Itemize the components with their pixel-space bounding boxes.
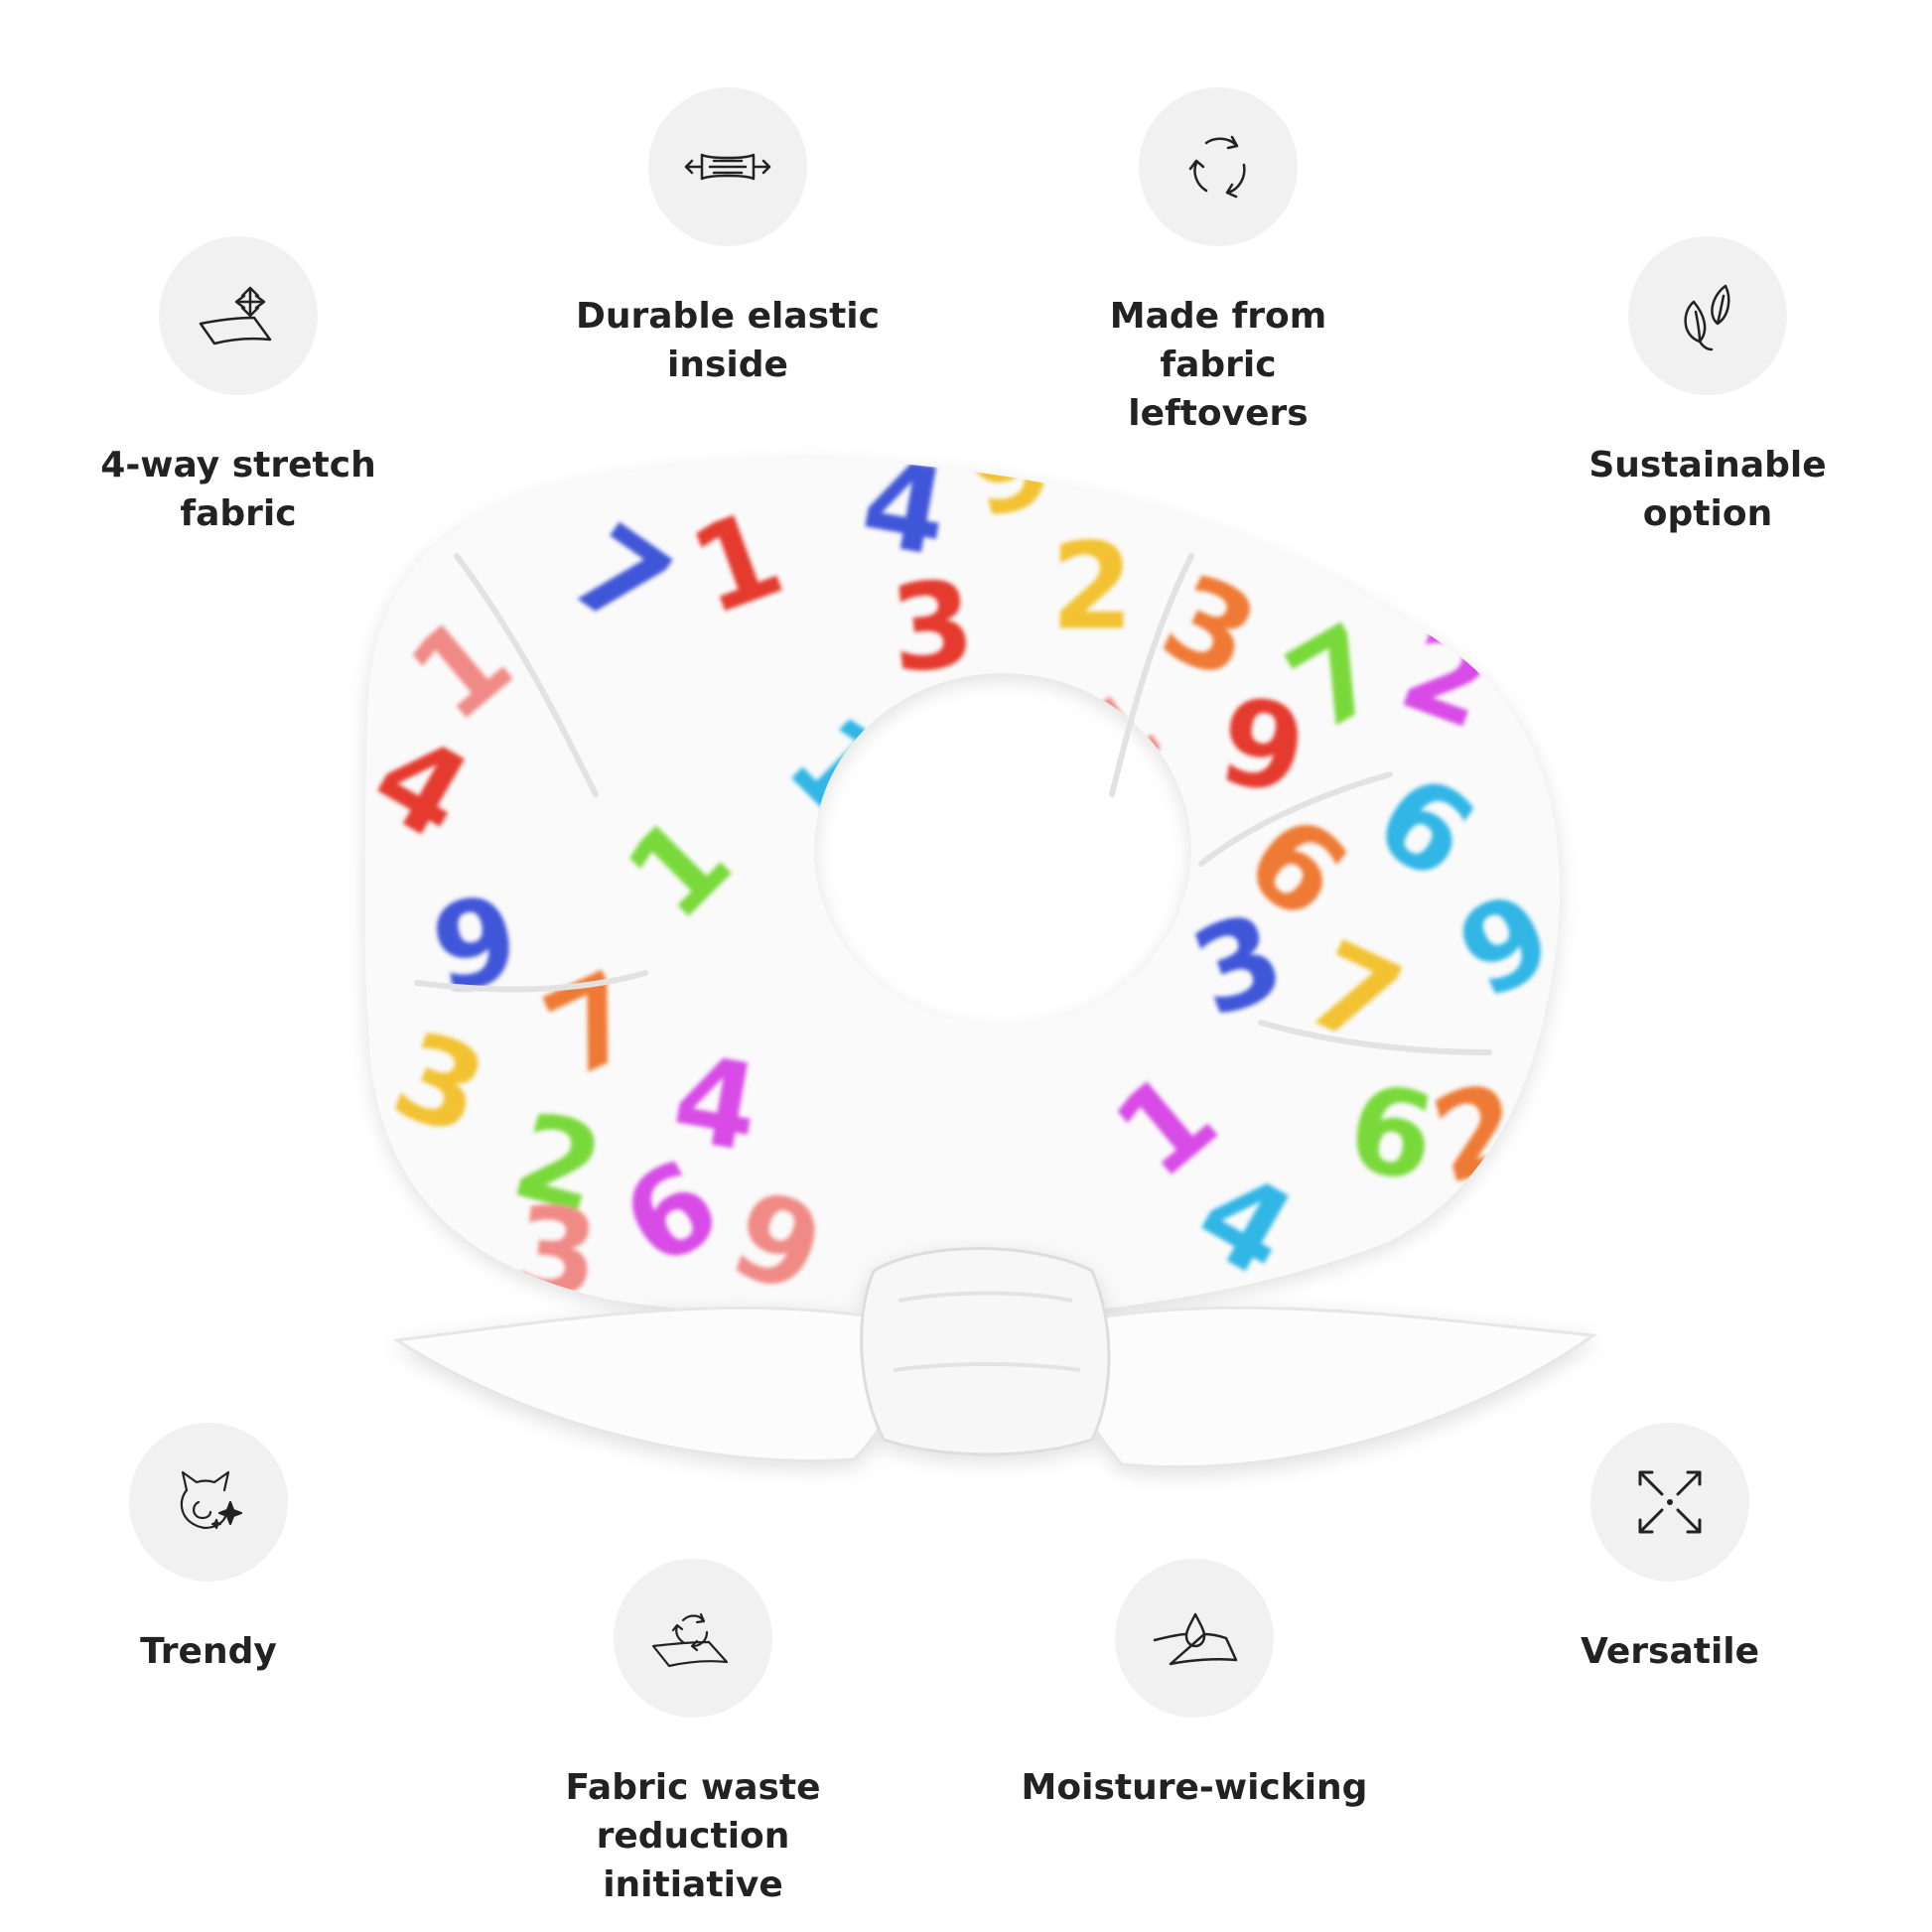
feature-elastic: Durable elastic inside <box>559 87 897 389</box>
feature-label: Trendy <box>140 1631 277 1672</box>
bow <box>392 1247 1598 1469</box>
fabric-recycle-icon <box>651 1612 729 1668</box>
feature-label: 4-way stretch fabric <box>100 445 376 534</box>
elastic-icon <box>684 153 771 181</box>
water-drop-icon <box>1153 1612 1238 1666</box>
icon-badge <box>129 1423 288 1582</box>
feature-label: Fabric waste reduction initiative <box>565 1767 821 1905</box>
icon-badge <box>614 1559 772 1718</box>
recycle-icon <box>1188 135 1246 199</box>
feature-label: Sustainable option <box>1588 445 1827 534</box>
feature-trendy: Trendy <box>60 1423 357 1676</box>
fabric-folds <box>414 553 1492 1055</box>
feature-sustainable: Sustainable option <box>1539 236 1876 538</box>
expand-arrows-icon <box>1638 1470 1702 1534</box>
icon-badge <box>1628 236 1787 395</box>
pattern-digit: 3 <box>886 555 980 700</box>
feature-leftovers: Made from fabric leftovers <box>1049 87 1387 438</box>
feature-label: Moisture-wicking <box>1021 1767 1368 1808</box>
scrunchie-body <box>364 459 1561 1320</box>
leaf-icon <box>1684 284 1730 351</box>
cat-sparkle-icon <box>180 1470 243 1530</box>
pattern-digit: 3 <box>509 1180 604 1325</box>
feature-stretch: 4-way stretch fabric <box>69 236 407 538</box>
icon-badge <box>159 236 318 395</box>
feature-label: Versatile <box>1580 1631 1760 1672</box>
feature-versatile: Versatile <box>1521 1423 1819 1676</box>
four-way-stretch-icon <box>199 286 272 345</box>
icon-badge <box>1115 1559 1274 1718</box>
feature-label: Made from fabric leftovers <box>1109 296 1327 434</box>
icon-badge <box>648 87 807 246</box>
feature-label: Durable elastic inside <box>576 296 880 385</box>
feature-waste-reduction: Fabric waste reduction initiative <box>494 1559 892 1909</box>
feature-moisture: Moisture-wicking <box>1006 1559 1383 1812</box>
icon-badge <box>1590 1423 1749 1582</box>
icon-badge <box>1139 87 1298 246</box>
pattern-digit: 2 <box>1050 519 1134 657</box>
